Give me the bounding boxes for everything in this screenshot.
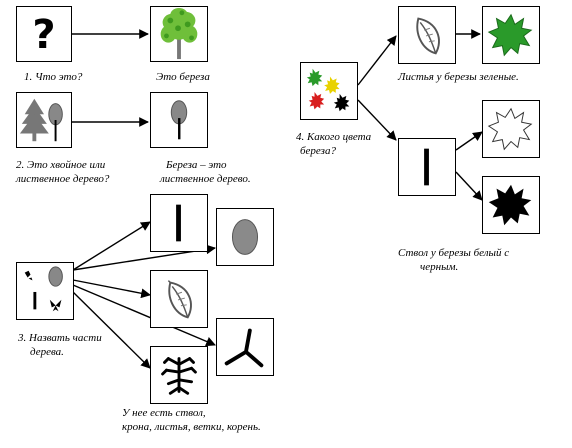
white-color-card [482,100,540,158]
arrow-parts-to-trunk [72,221,151,271]
black-burst-icon [488,184,532,226]
caption-name-parts-l1: 3. Назвать части [18,332,102,344]
caption-birch-deciduous-l2: лиственное дерево. [160,173,251,185]
colored-leaves-icon [306,68,350,112]
root-icon [161,357,197,395]
fir-and-deciduous-tree-icon [19,98,63,142]
arrow-parts-to-root [72,291,151,369]
white-burst-icon [487,107,533,151]
green-leaf-card [482,6,540,64]
leaf-card [150,270,208,328]
caption-tree-parts-l2: крона, листья, ветки, корень. [122,421,261,433]
arrow-colors-to-leaf [357,35,397,86]
birch-tree-icon [160,7,198,60]
caption-leaves-green: Листья у березы зеленые. [398,71,519,83]
caption-trunk-color-l2: черным. [420,261,459,273]
leaf-color-card [398,6,456,64]
branch-icon [224,328,264,368]
caption-birch-color-l1: 4. Какого цвета [296,131,372,143]
tree-parts-icon [24,266,63,312]
trunk-icon [424,148,429,186]
crown-icon [231,219,259,255]
arrow-parts-to-leaf [72,279,151,299]
caption-this-is-birch: Это береза [156,71,210,83]
caption-name-parts-l2: дерева. [30,346,64,358]
trunk-card [150,194,208,252]
black-color-card [482,176,540,234]
trunk-icon [176,204,181,242]
arrow-parts-to-branch [72,284,216,347]
caption-trunk-color-l1: Ствол у березы белый с [398,247,510,259]
green-burst-icon [487,13,533,57]
tree-parts-card [16,262,74,320]
leaf-outline-icon [416,17,440,55]
deciduous-tree-icon [170,100,188,140]
colors-card [300,62,358,120]
crown-card [216,208,274,266]
caption-tree-parts-l1: У нее есть ствол, [122,407,206,419]
question-card: ? [16,6,72,62]
caption-conifer-question-l1: 2. Это хвойное или [16,159,106,171]
branch-card [216,318,274,376]
trunk-color-card [398,138,456,196]
deciduous-tree-card [150,92,208,148]
arrow-trunk-to-white [455,131,483,151]
caption-birch-color-l2: береза? [300,145,336,157]
leaf-icon [167,280,192,319]
arrow-colors-to-trunk [357,99,397,141]
conifer-vs-deciduous-card [16,92,72,148]
arrow-trunk-to-black [455,171,483,201]
birch-card [150,6,208,62]
caption-birch-deciduous-l1: Береза – это [166,159,227,171]
root-card [150,346,208,404]
caption-conifer-question-l2: лиственное дерево? [16,173,110,185]
question-mark: ? [32,12,56,58]
caption-what-is-it: 1. Что это? [24,71,83,83]
